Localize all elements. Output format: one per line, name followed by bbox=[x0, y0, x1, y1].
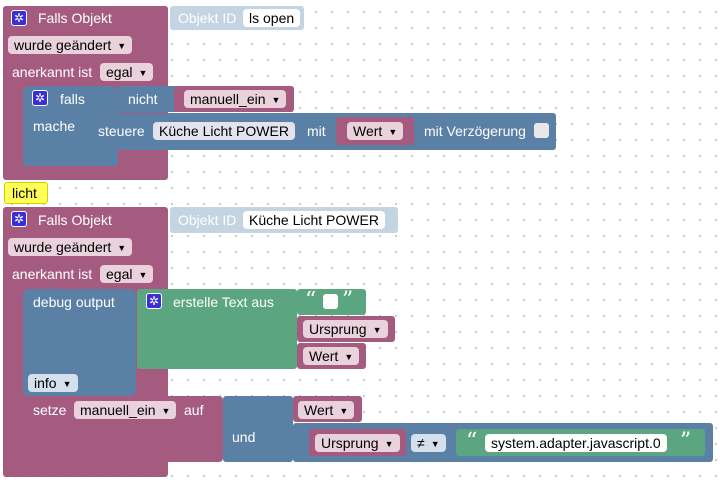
chevron-down-icon: ▼ bbox=[138, 68, 148, 78]
value-var-name: Wert bbox=[309, 348, 339, 364]
chevron-down-icon: ▼ bbox=[384, 439, 394, 449]
object-id-field[interactable]: Küche Licht POWER bbox=[243, 211, 385, 229]
not-label: nicht bbox=[128, 91, 158, 107]
ack-value: egal bbox=[106, 266, 133, 282]
gear-icon[interactable]: ✲ bbox=[11, 10, 27, 26]
object-id-field[interactable]: ls open bbox=[243, 9, 301, 27]
value-var-dropdown-3[interactable]: Wert ▼ bbox=[298, 401, 355, 419]
debug-level-value: info bbox=[34, 375, 57, 391]
variable-dropdown[interactable]: manuell_ein ▼ bbox=[184, 90, 287, 108]
trigger-mode-label: wurde geändert bbox=[14, 239, 112, 255]
value-var-dropdown[interactable]: Wert ▼ bbox=[347, 122, 404, 140]
chevron-down-icon: ▼ bbox=[138, 270, 148, 280]
empty-string-field[interactable] bbox=[323, 294, 338, 309]
trigger-mode-dropdown-2[interactable]: wurde geändert ▼ bbox=[8, 238, 133, 256]
gear-icon[interactable]: ✲ bbox=[11, 211, 27, 227]
ack-dropdown-1[interactable]: egal ▼ bbox=[100, 63, 154, 81]
text-join-label: erstelle Text aus bbox=[173, 294, 274, 310]
trigger-title: Falls Objekt bbox=[38, 10, 112, 26]
trigger-mode-dropdown-1[interactable]: wurde geändert ▼ bbox=[8, 36, 133, 54]
delay-label: mit Verzögerung bbox=[424, 123, 526, 139]
chevron-down-icon: ▼ bbox=[344, 352, 354, 362]
debug-level-dropdown[interactable]: info ▼ bbox=[28, 374, 78, 392]
value-var-name: Wert bbox=[353, 123, 383, 139]
comment-text: licht bbox=[12, 185, 37, 201]
if-block-bottom[interactable] bbox=[23, 150, 118, 166]
chevron-down-icon: ▼ bbox=[62, 379, 72, 389]
compare-left-name: Ursprung bbox=[321, 435, 379, 451]
ack-label: anerkannt ist bbox=[12, 266, 93, 282]
chevron-down-icon: ▼ bbox=[372, 325, 382, 335]
operator-dropdown[interactable]: ≠▼ bbox=[411, 434, 446, 452]
origin-var-name: Ursprung bbox=[309, 321, 367, 337]
value-var-dropdown-2[interactable]: Wert ▼ bbox=[303, 347, 360, 365]
quote-icon: “ bbox=[305, 288, 317, 313]
chevron-down-icon: ▼ bbox=[161, 406, 171, 416]
chevron-down-icon: ▼ bbox=[117, 243, 127, 253]
and-block[interactable] bbox=[223, 396, 293, 462]
quote-icon: “ bbox=[466, 429, 478, 454]
ack-label: anerkannt ist bbox=[12, 64, 93, 80]
compare-left-dropdown[interactable]: Ursprung ▼ bbox=[315, 434, 400, 452]
chevron-down-icon: ▼ bbox=[117, 41, 127, 51]
control-label: steuere bbox=[98, 123, 145, 139]
text-join-block[interactable] bbox=[137, 289, 297, 369]
if-label: falls bbox=[60, 91, 85, 107]
object-id-label: Objekt ID bbox=[178, 212, 237, 228]
value-var-name: Wert bbox=[304, 402, 334, 418]
ack-dropdown-2[interactable]: egal ▼ bbox=[100, 265, 154, 283]
object-id-label: Objekt ID bbox=[178, 10, 237, 26]
chevron-down-icon: ▼ bbox=[271, 95, 281, 105]
chevron-down-icon: ▼ bbox=[339, 406, 349, 416]
set-label: setze bbox=[33, 402, 67, 418]
chevron-down-icon: ▼ bbox=[430, 439, 440, 449]
gear-icon[interactable]: ✲ bbox=[146, 293, 162, 309]
trigger-title: Falls Objekt bbox=[38, 212, 112, 228]
to-label: auf bbox=[184, 402, 204, 418]
do-label: mache bbox=[33, 118, 76, 134]
origin-var-dropdown[interactable]: Ursprung ▼ bbox=[303, 320, 388, 338]
variable-name: manuell_ein bbox=[190, 91, 266, 107]
chevron-down-icon: ▼ bbox=[388, 127, 398, 137]
with-label: mit bbox=[307, 123, 326, 139]
set-variable-name: manuell_ein bbox=[80, 402, 156, 418]
quote-icon: ” bbox=[342, 288, 354, 313]
set-variable-dropdown[interactable]: manuell_ein ▼ bbox=[74, 401, 177, 419]
operator-value: ≠ bbox=[417, 435, 425, 451]
comment-label[interactable]: licht bbox=[4, 182, 48, 204]
delay-checkbox[interactable] bbox=[534, 123, 549, 138]
ack-value: egal bbox=[106, 64, 133, 80]
compare-right-field[interactable]: system.adapter.javascript.0 bbox=[485, 434, 667, 452]
trigger-mode-label: wurde geändert bbox=[14, 37, 112, 53]
debug-label: debug output bbox=[33, 294, 115, 310]
control-target-field[interactable]: Küche Licht POWER bbox=[153, 122, 295, 140]
and-label: und bbox=[232, 429, 256, 445]
gear-icon[interactable]: ✲ bbox=[32, 90, 48, 106]
quote-icon: ” bbox=[680, 429, 692, 454]
trigger-block-1-header[interactable] bbox=[3, 6, 168, 30]
